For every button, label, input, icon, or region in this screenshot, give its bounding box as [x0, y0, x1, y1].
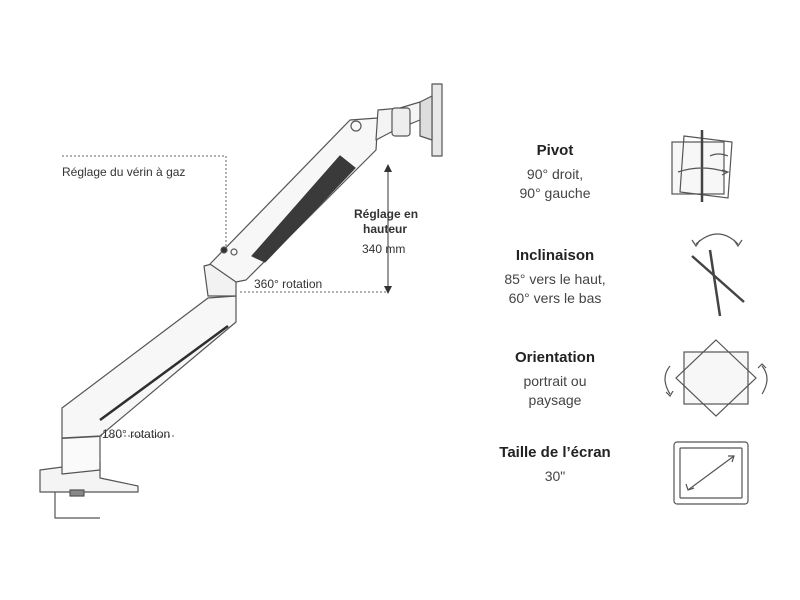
feature-desc-line: paysage	[528, 392, 582, 408]
height-arrow-up	[384, 164, 392, 172]
feature-title: Taille de l’écran	[499, 444, 611, 461]
feature-desc-line: portrait ou	[523, 373, 587, 389]
upper-arm-pad	[251, 155, 356, 263]
height-value: 340 mm	[362, 242, 406, 256]
lower-arm-groove	[99, 324, 229, 422]
arm-screw	[230, 248, 238, 256]
base-column	[61, 435, 101, 475]
feature-pivot: Pivot 90° droit, 90° gauche	[490, 142, 620, 203]
gas-spring-label: Réglage du vérin à gaz	[62, 165, 186, 179]
feature-title: Inclinaison	[515, 247, 595, 264]
height-title-line1: Réglage en	[354, 207, 419, 221]
feature-desc-line: 60° vers le bas	[508, 290, 602, 306]
feature-desc-line: 90° gauche	[519, 185, 591, 201]
feature-desc-line: 30"	[544, 468, 566, 484]
rotation-180-label: 180° rotation	[102, 427, 171, 441]
pivot-icon	[671, 130, 733, 202]
feature-tilt: Inclinaison 85° vers le haut, 60° vers l…	[490, 247, 620, 308]
feature-desc-line: 90° droit,	[526, 166, 584, 182]
feature-orientation: Orientation portrait ou paysage	[490, 349, 620, 410]
feature-title: Orientation	[514, 349, 595, 366]
lower-arm	[61, 295, 237, 439]
height-title-line2: hauteur	[363, 222, 408, 236]
vesa-plate	[431, 83, 443, 157]
upper-screw	[350, 120, 362, 132]
tilt-hinge	[391, 107, 411, 137]
feature-title: Pivot	[536, 142, 574, 159]
vesa-bracket	[419, 95, 433, 141]
upper-arm	[209, 117, 379, 283]
screen-size-icon	[673, 441, 749, 505]
feature-screen-size: Taille de l’écran 30"	[490, 444, 620, 486]
rotation-360-label: 360° rotation	[254, 277, 323, 291]
clamp-screw	[54, 492, 100, 519]
height-arrow-down	[384, 286, 392, 294]
feature-desc-line: 85° vers le haut,	[504, 271, 606, 287]
orientation-icon	[664, 339, 768, 417]
gas-spring-guide	[62, 155, 227, 248]
clamp-knob	[69, 489, 85, 497]
tilt-icon	[691, 233, 745, 317]
gas-spring-screw	[220, 246, 228, 254]
